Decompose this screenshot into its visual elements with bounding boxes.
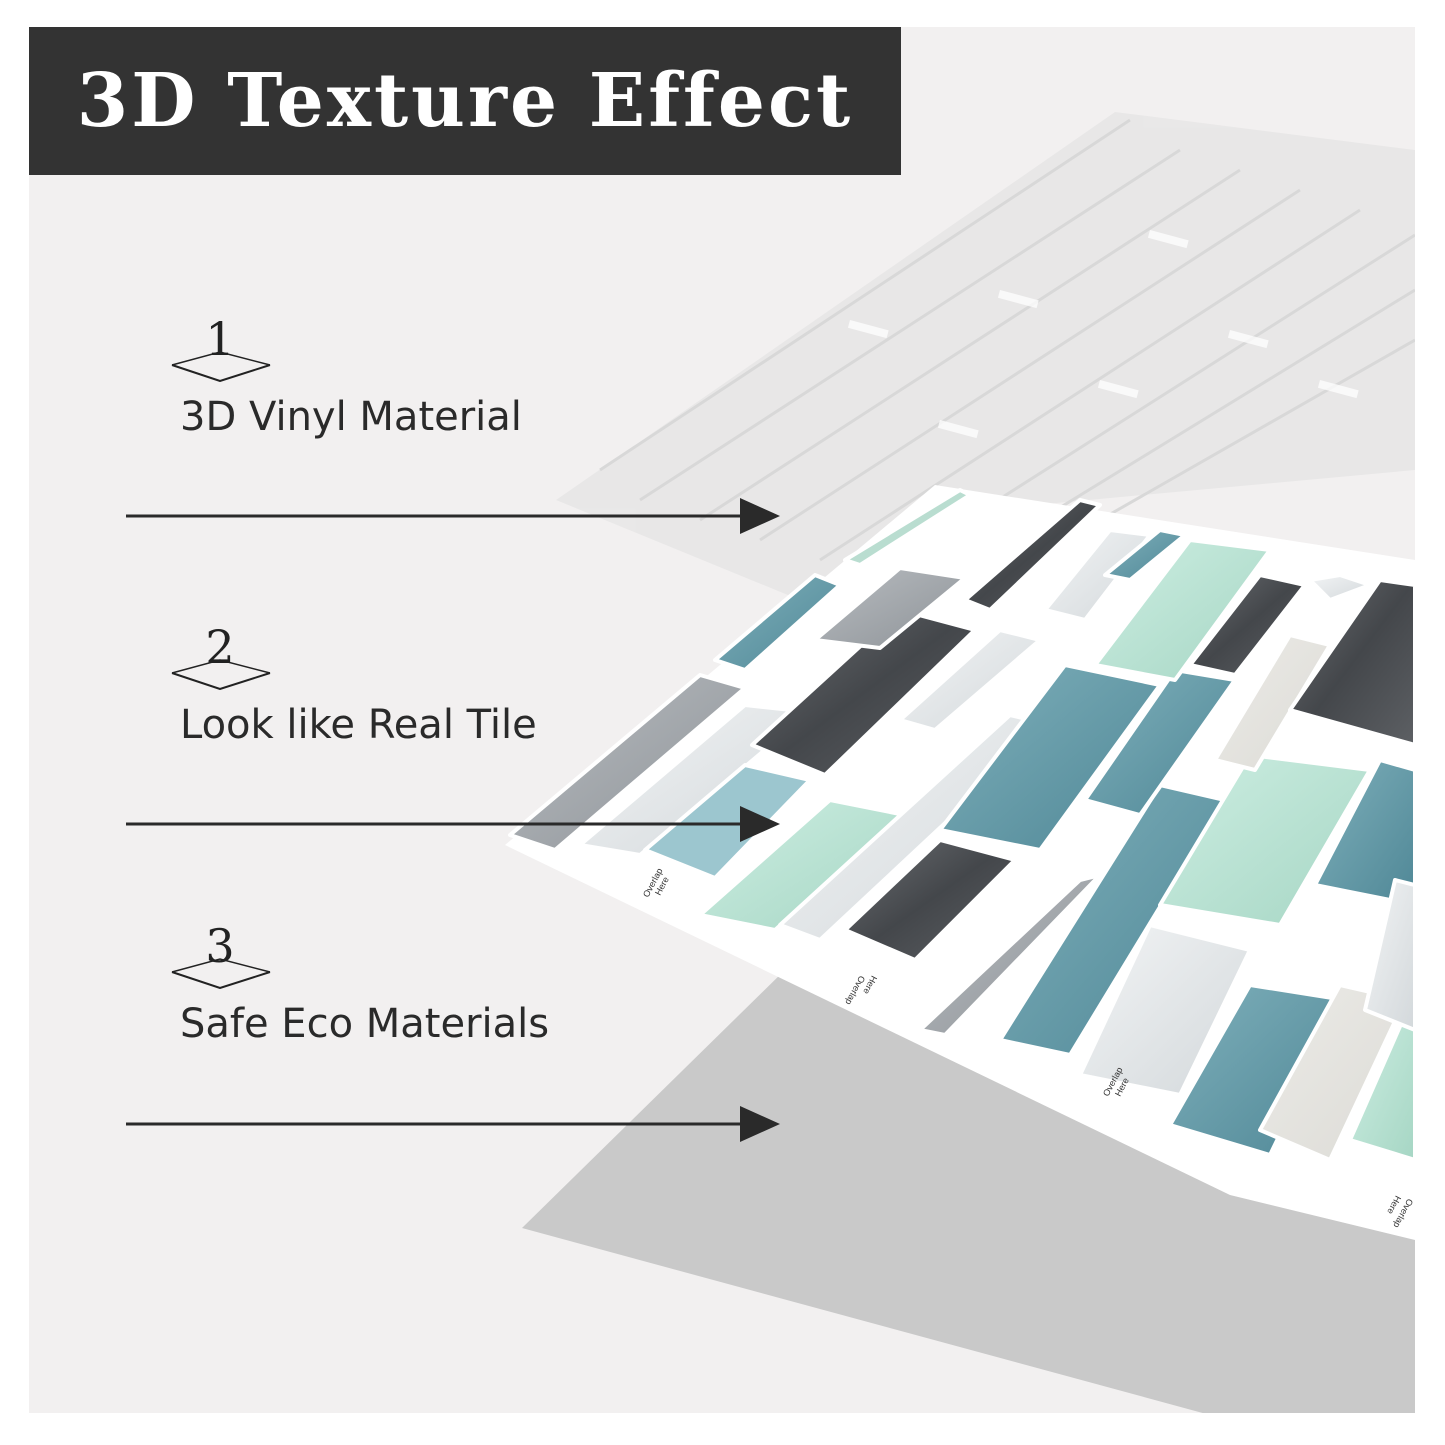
backing-sheet bbox=[522, 965, 1415, 1413]
title-banner: 3D Texture Effect bbox=[29, 27, 901, 175]
feature-label: 3D Vinyl Material bbox=[180, 394, 522, 440]
page-title: 3D Texture Effect bbox=[76, 58, 854, 144]
number-badge-2: 2 bbox=[170, 620, 274, 691]
feature-number: 1 bbox=[205, 312, 235, 366]
number-badge-1: 1 bbox=[170, 312, 274, 383]
feature-number: 2 bbox=[205, 620, 235, 674]
arrow-right-icon bbox=[126, 498, 780, 534]
feature-label: Look like Real Tile bbox=[180, 702, 537, 748]
arrow-right-icon bbox=[126, 806, 780, 842]
chevron-icon bbox=[171, 659, 271, 691]
chevron-icon bbox=[171, 351, 271, 383]
tile-sheet: Overlap Here Overlap Here Overlap Here O… bbox=[505, 485, 1415, 1240]
number-badge-3: 3 bbox=[170, 919, 274, 990]
chevron-icon bbox=[171, 958, 271, 990]
vinyl-layer bbox=[556, 112, 1415, 600]
feature-number: 3 bbox=[205, 919, 235, 973]
arrow-right-icon bbox=[126, 1106, 780, 1142]
feature-label: Safe Eco Materials bbox=[180, 1001, 550, 1047]
